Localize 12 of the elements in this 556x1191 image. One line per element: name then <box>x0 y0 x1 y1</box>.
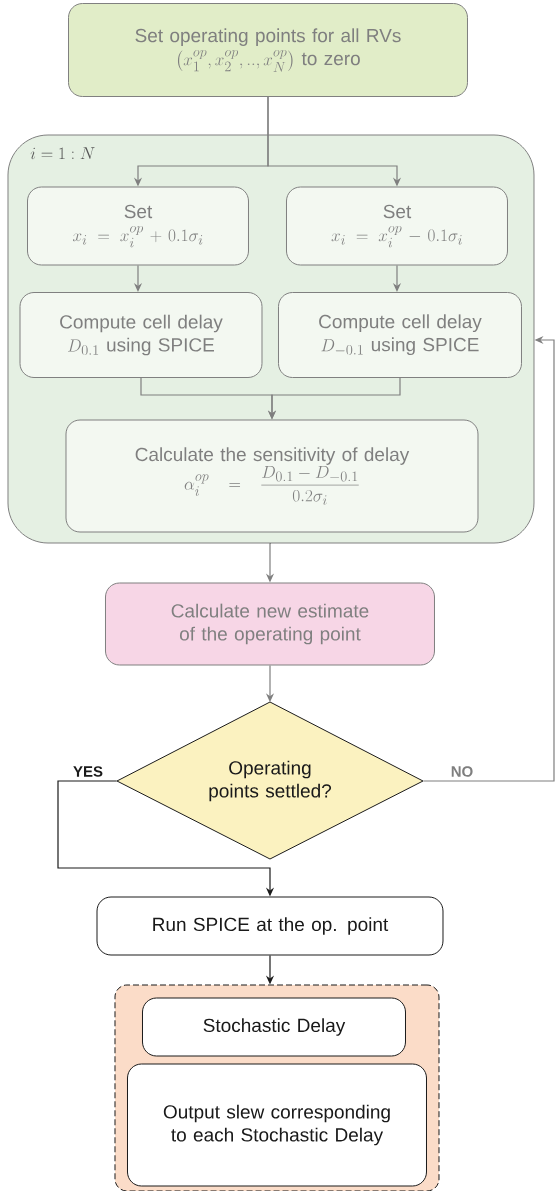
process-box: Set $x_i = x_i^{op} + 0.1\sigma_i$ <box>27 186 249 266</box>
process-box: Set operating points for all RVs $\left(x_1^{op},x_2^{op},..,x_N^{op}\right)$ to zero <box>68 3 468 97</box>
process-box: Set $x_i = x_i^{op} - 0.1\sigma_i$ <box>286 186 508 266</box>
edge-label: NO <box>449 765 475 778</box>
process-box: Compute cell delay $D_{-0.1}$ using SPICE <box>278 292 522 378</box>
edge-label: YES <box>72 765 104 778</box>
process-box: Run SPICE at the op. point <box>96 896 444 956</box>
process-box: Compute cell delay $D_{0.1}$ using SPICE <box>19 292 263 378</box>
output-box: Stochastic Delay <box>142 997 406 1057</box>
process-box: Calculate the sensitivity of delay $\alpha_i^{op} = \frac{D_{0.1}-D_{-0.1}}{0.2\sigma_i}$ <box>65 419 479 533</box>
process-box: Calculate new estimate of the operating point <box>105 582 435 666</box>
output-box: Output slew corresponding to each Stochastic Delay <box>127 1063 427 1187</box>
